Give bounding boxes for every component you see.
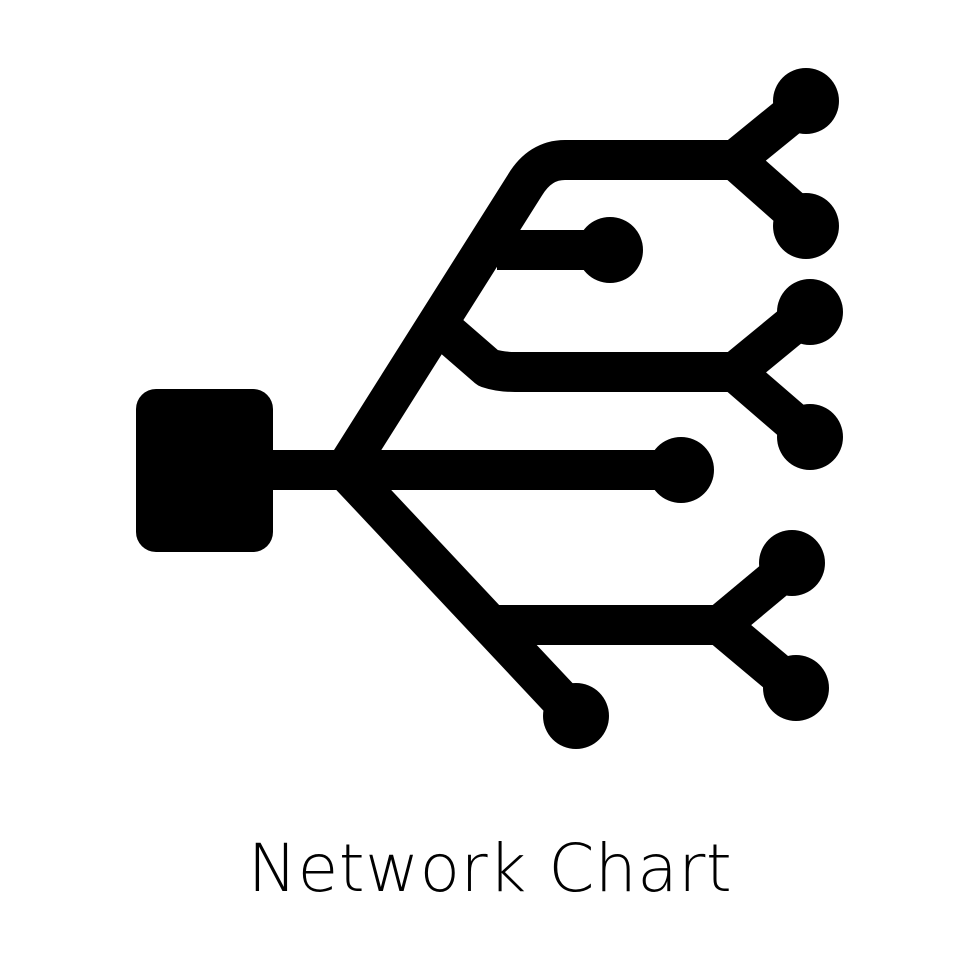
- terminal-nodes: [543, 68, 843, 749]
- node-bottom: [543, 683, 609, 749]
- node-center: [648, 437, 714, 503]
- root-node: [136, 389, 273, 552]
- network-chart-icon: [136, 68, 843, 749]
- node-low-2: [763, 655, 829, 721]
- caption-title: Network Chart: [247, 830, 733, 907]
- node-top-1: [773, 68, 839, 134]
- connector-lines: [265, 87, 822, 729]
- node-mid-1: [777, 279, 843, 345]
- network-chart-graphic: [136, 68, 843, 749]
- lower-trunk-line: [330, 456, 590, 729]
- node-mid-2: [777, 404, 843, 470]
- node-top-2: [773, 193, 839, 259]
- upper-trunk-line: [328, 140, 735, 481]
- node-low-1: [759, 530, 825, 596]
- node-short: [577, 217, 643, 283]
- middle-branch-line: [436, 319, 735, 392]
